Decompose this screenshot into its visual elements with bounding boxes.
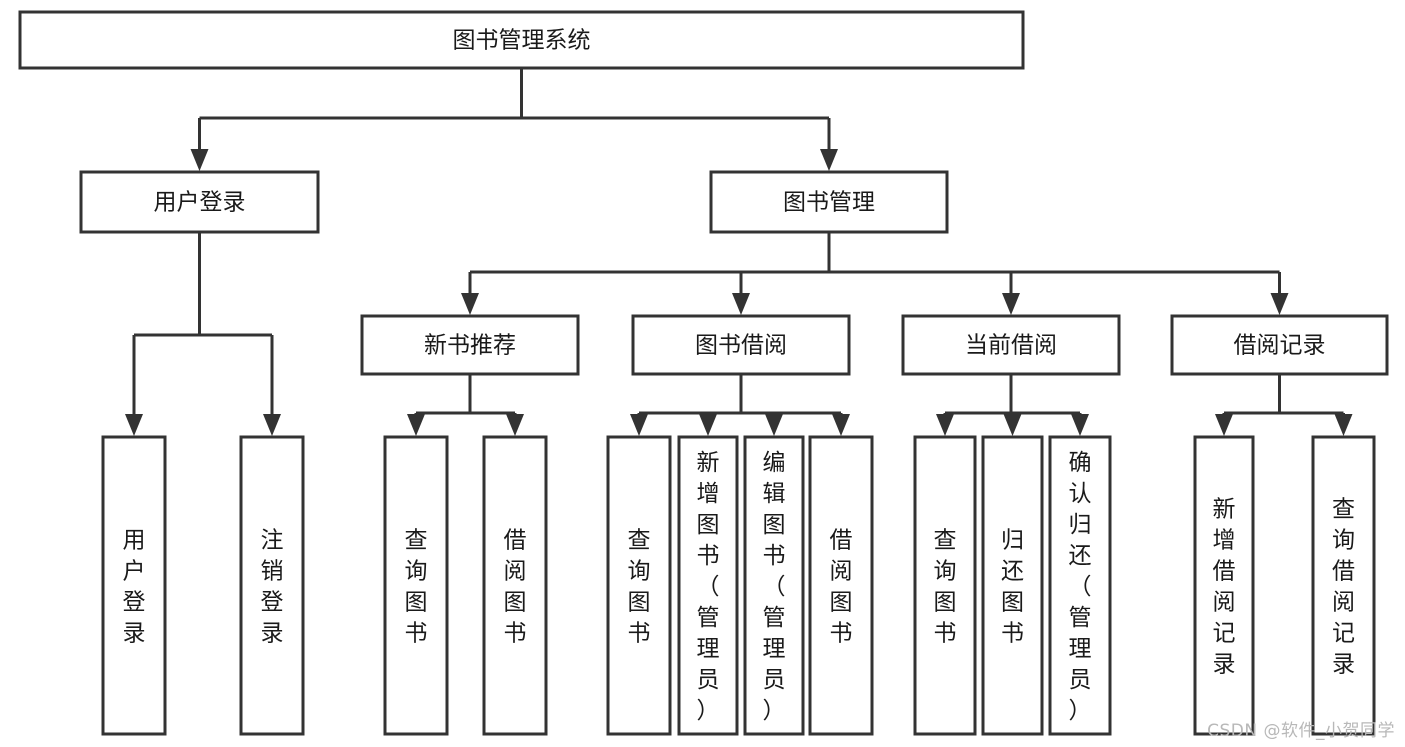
node-box-leaf-add-record <box>1193 435 1255 736</box>
node-book-borrow[interactable]: 图书借阅 <box>631 314 851 376</box>
node-leaf-query-record[interactable]: 查询借阅记录 <box>1311 435 1376 736</box>
arrow-head-icon <box>732 293 750 315</box>
arrow-head-icon <box>820 149 838 171</box>
node-box-leaf-borrow-book-new <box>482 435 548 736</box>
node-leaf-query-book-borrow[interactable]: 查询图书 <box>606 435 672 736</box>
arrow-head-icon <box>1215 414 1233 436</box>
arrow-head-icon <box>765 414 783 436</box>
arrow-head-icon <box>190 149 209 171</box>
node-box-leaf-user-login <box>101 435 167 736</box>
node-current-borrow[interactable]: 当前借阅 <box>901 314 1121 376</box>
node-label-leaf-borrow-book-new: 借阅图书 <box>504 528 527 647</box>
node-box-leaf-borrow-book <box>808 435 874 736</box>
node-leaf-confirm-return[interactable]: 确认归还（管理员） <box>1048 435 1112 736</box>
node-label-root: 图书管理系统 <box>453 28 591 54</box>
node-leaf-logout[interactable]: 注销登录 <box>239 435 305 736</box>
node-leaf-query-book-current[interactable]: 查询图书 <box>913 435 977 736</box>
node-leaf-add-record[interactable]: 新增借阅记录 <box>1193 435 1255 736</box>
node-label-leaf-edit-book: 编辑图书（管理员） <box>763 450 786 724</box>
arrow-head-icon <box>1334 414 1353 436</box>
connectors-layer <box>125 68 1353 436</box>
node-label-leaf-borrow-book: 借阅图书 <box>830 528 853 647</box>
node-label-borrow-record: 借阅记录 <box>1234 333 1326 359</box>
node-leaf-add-book[interactable]: 新增图书（管理员） <box>677 435 739 736</box>
arrow-head-icon <box>1071 414 1089 436</box>
node-leaf-edit-book[interactable]: 编辑图书（管理员） <box>743 435 805 736</box>
node-label-leaf-user-login: 用户登录 <box>123 528 146 647</box>
node-box-book-management <box>709 170 949 234</box>
node-user-login[interactable]: 用户登录 <box>79 170 320 234</box>
node-label-leaf-add-book: 新增图书（管理员） <box>697 450 720 724</box>
nodes-layer: 图书管理系统用户登录图书管理新书推荐图书借阅当前借阅借阅记录用户登录注销登录查询… <box>18 10 1389 736</box>
node-box-leaf-query-book-borrow <box>606 435 672 736</box>
node-borrow-record[interactable]: 借阅记录 <box>1170 314 1389 376</box>
node-box-book-borrow <box>631 314 851 376</box>
node-root[interactable]: 图书管理系统 <box>18 10 1025 70</box>
node-label-book-borrow: 图书借阅 <box>695 333 787 359</box>
node-label-leaf-query-book-new: 查询图书 <box>405 528 428 647</box>
node-box-root <box>18 10 1025 70</box>
node-box-borrow-record <box>1170 314 1389 376</box>
arrow-head-icon <box>699 414 717 436</box>
node-leaf-return-book[interactable]: 归还图书 <box>981 435 1044 736</box>
node-new-book-recommend[interactable]: 新书推荐 <box>360 314 580 376</box>
node-label-leaf-confirm-return: 确认归还（管理员） <box>1069 450 1092 724</box>
arrow-head-icon <box>407 414 425 436</box>
node-leaf-user-login[interactable]: 用户登录 <box>101 435 167 736</box>
node-label-leaf-add-record: 新增借阅记录 <box>1213 497 1236 678</box>
arrow-head-icon <box>832 414 850 436</box>
node-box-new-book-recommend <box>360 314 580 376</box>
node-box-leaf-query-book-new <box>383 435 449 736</box>
arrow-head-icon <box>506 414 524 436</box>
node-label-leaf-query-book-current: 查询图书 <box>934 528 957 647</box>
node-box-user-login <box>79 170 320 234</box>
node-box-leaf-logout <box>239 435 305 736</box>
node-box-leaf-return-book <box>981 435 1044 736</box>
node-box-leaf-query-record <box>1311 435 1376 736</box>
node-box-leaf-confirm-return <box>1048 435 1112 736</box>
node-leaf-borrow-book[interactable]: 借阅图书 <box>808 435 874 736</box>
arrow-head-icon <box>1003 414 1022 436</box>
node-label-leaf-query-book-borrow: 查询图书 <box>628 528 651 647</box>
node-leaf-query-book-new[interactable]: 查询图书 <box>383 435 449 736</box>
node-label-current-borrow: 当前借阅 <box>965 333 1057 359</box>
node-book-management[interactable]: 图书管理 <box>709 170 949 234</box>
node-label-book-management: 图书管理 <box>783 190 875 216</box>
node-leaf-borrow-book-new[interactable]: 借阅图书 <box>482 435 548 736</box>
node-box-leaf-edit-book <box>743 435 805 736</box>
arrow-head-icon <box>936 414 954 436</box>
arrow-head-icon <box>1002 293 1020 315</box>
node-label-leaf-query-record: 查询借阅记录 <box>1332 497 1355 678</box>
arrow-head-icon <box>461 293 479 315</box>
node-box-current-borrow <box>901 314 1121 376</box>
arrow-head-icon <box>263 414 281 436</box>
node-label-user-login: 用户登录 <box>154 190 246 216</box>
node-label-leaf-return-book: 归还图书 <box>1001 528 1024 647</box>
arrow-head-icon <box>125 414 143 436</box>
watermark-text: CSDN @软件_小贺同学 <box>1207 721 1395 741</box>
arrow-head-icon <box>630 414 648 436</box>
node-box-leaf-add-book <box>677 435 739 736</box>
arrow-head-icon <box>1270 293 1289 315</box>
node-box-leaf-query-book-current <box>913 435 977 736</box>
node-label-new-book-recommend: 新书推荐 <box>424 333 516 359</box>
node-label-leaf-logout: 注销登录 <box>261 528 284 647</box>
